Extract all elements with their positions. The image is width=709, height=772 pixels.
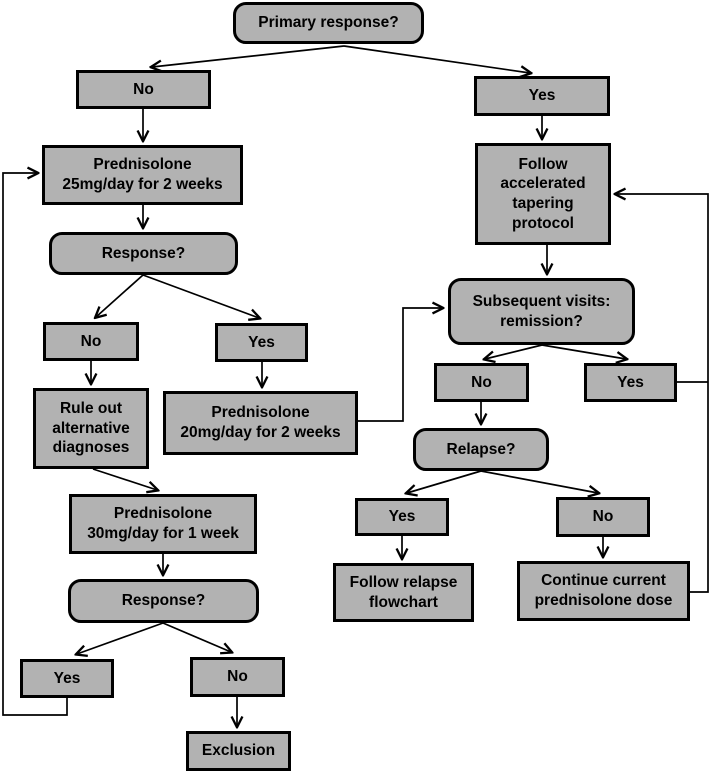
node-rule-out: Rule out alternative diagnoses (33, 388, 149, 469)
connector-response1-to-yes2 (142, 274, 259, 318)
connector-response1-to-no2 (96, 274, 144, 317)
node-relapse: Relapse? (413, 428, 549, 471)
connector-response2-to-no3 (162, 622, 231, 652)
connector-subsequent-to-yes4 (541, 344, 626, 359)
connector-relapse-to-yes5 (407, 470, 482, 493)
node-yes-2: Yes (215, 323, 308, 362)
node-subsequent-visits: Subsequent visits: remission? (448, 278, 635, 345)
node-no-1: No (76, 70, 211, 109)
node-exclusion: Exclusion (186, 731, 291, 771)
node-continue-current: Continue current prednisolone dose (517, 561, 690, 621)
connector-ruleout-to-pred30 (92, 468, 157, 490)
node-prednisolone-20mg: Prednisolone 20mg/day for 2 weeks (163, 391, 358, 455)
node-primary-response: Primary response? (233, 2, 424, 44)
connector-primary-to-no1 (152, 45, 345, 67)
node-no-5: No (556, 497, 650, 537)
node-response-2: Response? (68, 579, 259, 623)
connector-pred20-to-subsequent (358, 308, 442, 422)
node-response-1: Response? (49, 232, 238, 275)
node-no-2: No (43, 322, 139, 361)
node-follow-accelerated: Follow accelerated tapering protocol (475, 143, 611, 245)
connector-subsequent-to-no4 (485, 344, 543, 359)
node-no-3: No (190, 657, 285, 697)
node-prednisolone-30mg: Prednisolone 30mg/day for 1 week (69, 494, 257, 554)
node-no-4: No (434, 363, 529, 402)
connector-primary-to-yes1 (343, 45, 530, 73)
node-yes-4: Yes (584, 363, 677, 402)
node-yes-1: Yes (474, 76, 610, 116)
connector-response2-to-yes3 (77, 622, 164, 654)
connector-relapse-to-no5 (480, 470, 598, 493)
node-prednisolone-25mg: Prednisolone 25mg/day for 2 weeks (42, 145, 243, 205)
node-yes-3: Yes (20, 659, 114, 698)
node-yes-5: Yes (355, 498, 449, 536)
node-follow-relapse: Follow relapse flowchart (333, 563, 474, 622)
